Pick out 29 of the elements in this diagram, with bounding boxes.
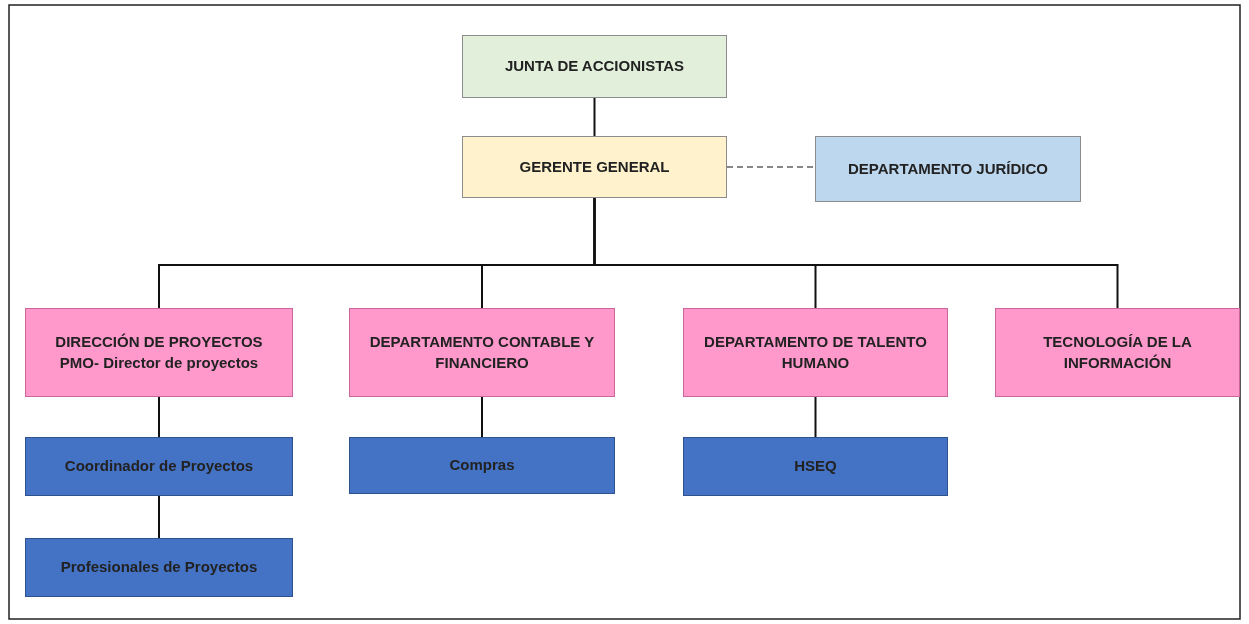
box-label: DEPARTAMENTO CONTABLE Y FINANCIERO xyxy=(368,332,596,373)
board-box xyxy=(462,35,727,98)
connector-line xyxy=(814,396,817,438)
department-box xyxy=(25,308,293,397)
connector-line xyxy=(593,97,596,137)
connector-line xyxy=(158,396,160,438)
department-box xyxy=(995,308,1240,397)
box-label: Coordinador de Proyectos xyxy=(64,456,254,477)
connector-line xyxy=(481,396,483,438)
connector-line xyxy=(593,197,1119,309)
box-label: TECNOLOGÍA DE LA INFORMACIÓN xyxy=(1042,332,1193,373)
unit-box xyxy=(349,437,615,494)
box-label: JUNTA DE ACCIONISTAS xyxy=(504,56,685,77)
unit-box xyxy=(683,437,948,496)
box-label: DIRECCIÓN DE PROYECTOS PMO- Director de proyectos xyxy=(54,332,264,373)
box-label: HSEQ xyxy=(794,456,837,477)
department-box xyxy=(683,308,948,397)
box-label: DEPARTAMENTO DE TALENTO HUMANO xyxy=(703,332,928,373)
department-box xyxy=(815,136,1081,202)
box-label: GERENTE GENERAL xyxy=(519,156,670,177)
unit-box xyxy=(25,437,293,496)
box-label: DEPARTAMENTO JURÍDICO xyxy=(848,158,1048,179)
box-label: Profesionales de Proyectos xyxy=(60,557,258,578)
department-box xyxy=(349,308,615,397)
unit-box xyxy=(25,538,293,597)
box-label: Compras xyxy=(449,455,515,476)
manager-box xyxy=(462,136,727,198)
connector-line xyxy=(726,166,816,168)
connector-line xyxy=(158,495,160,539)
